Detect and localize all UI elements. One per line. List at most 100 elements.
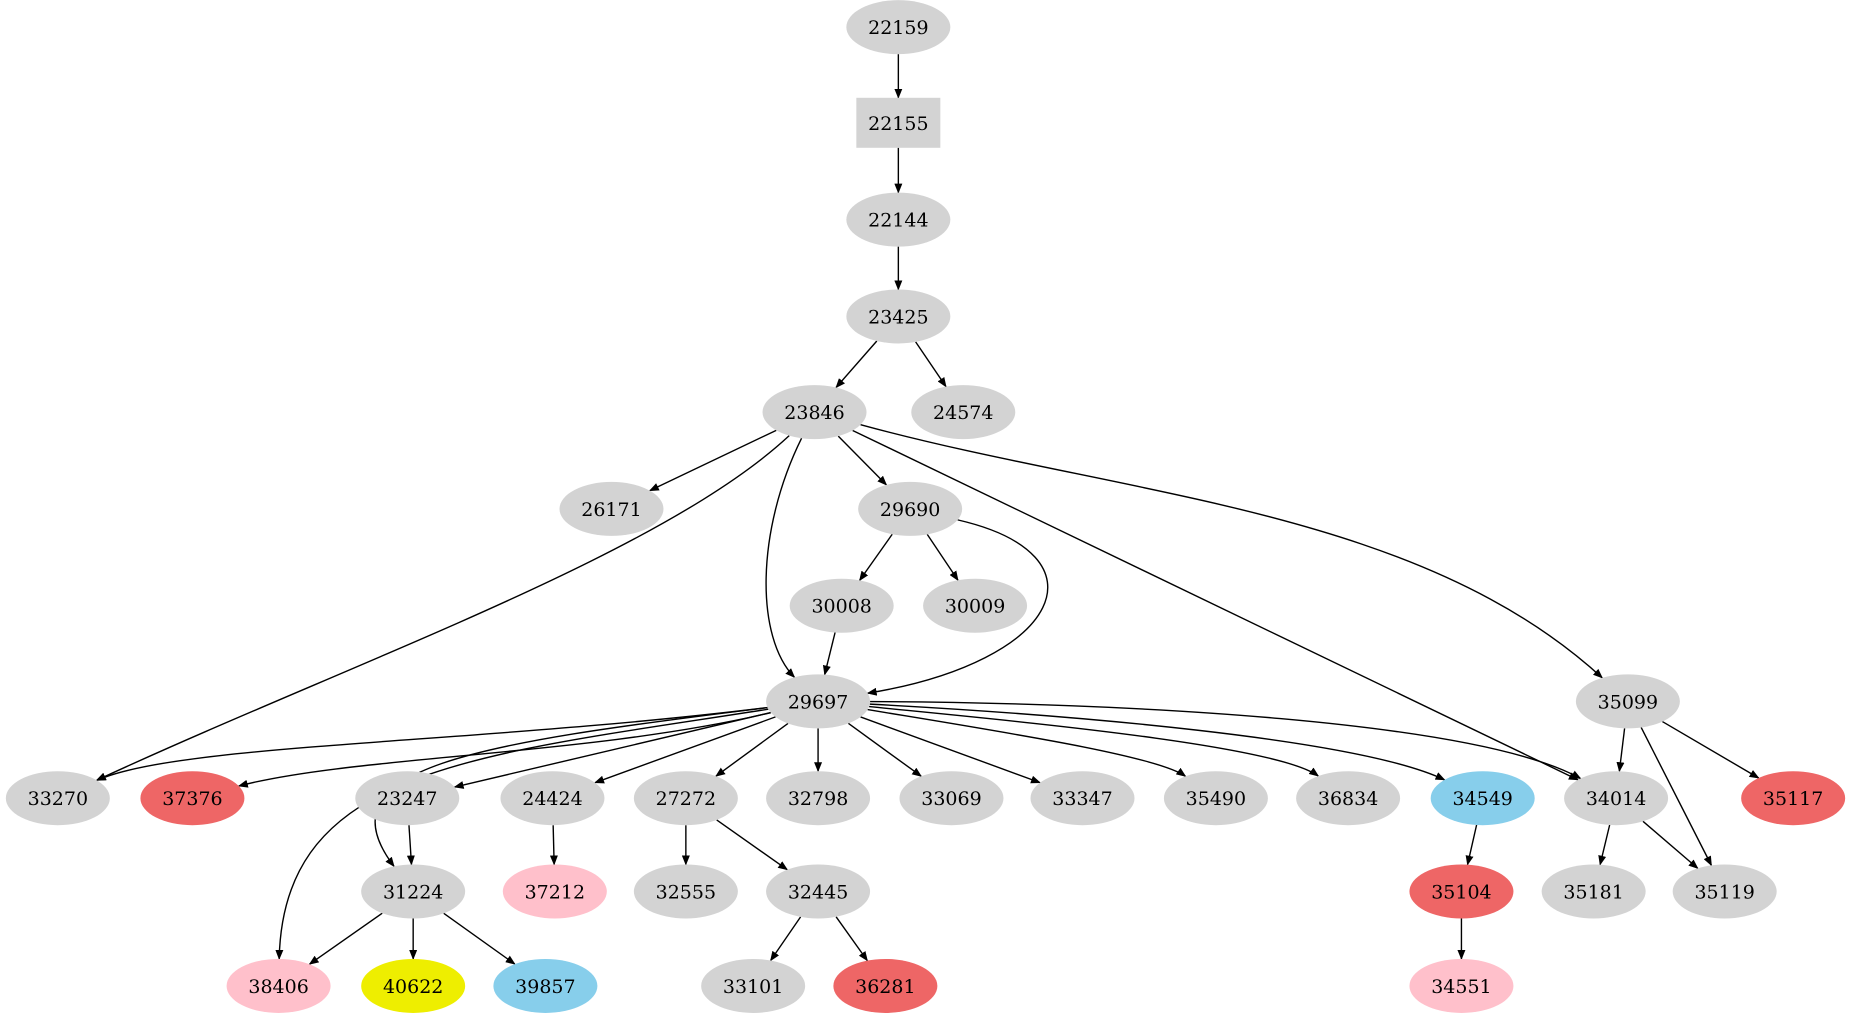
node-shape — [833, 958, 938, 1013]
edge-29697-to-23247 — [453, 711, 771, 789]
edge-35099-to-35117 — [1662, 720, 1760, 779]
node-30008[interactable]: 30008 — [789, 578, 894, 633]
node-shape — [1409, 864, 1514, 919]
edge-29697-to-27272 — [715, 722, 789, 777]
node-shape — [1741, 771, 1846, 826]
node-33270[interactable]: 33270 — [5, 771, 110, 826]
node-31224[interactable]: 31224 — [361, 864, 466, 919]
node-23425[interactable]: 23425 — [846, 289, 951, 344]
node-37376[interactable]: 37376 — [140, 771, 245, 826]
node-33069[interactable]: 33069 — [899, 771, 1004, 826]
node-34014[interactable]: 34014 — [1564, 771, 1669, 826]
node-label: 32555 — [656, 881, 716, 903]
node-label: 33347 — [1052, 788, 1112, 810]
node-24424[interactable]: 24424 — [500, 771, 605, 826]
node-40622[interactable]: 40622 — [361, 958, 466, 1013]
node-35119[interactable]: 35119 — [1672, 864, 1777, 919]
edge-31224-to-39857 — [443, 912, 516, 965]
edge-23846-to-29697 — [765, 437, 803, 679]
node-label: 26171 — [581, 499, 641, 521]
node-label: 32798 — [788, 788, 848, 810]
node-label: 30009 — [945, 596, 1005, 618]
node-label: 23247 — [377, 788, 437, 810]
node-label: 23425 — [868, 306, 928, 328]
node-32555[interactable]: 32555 — [633, 864, 738, 919]
node-shape — [140, 771, 245, 826]
node-23846[interactable]: 23846 — [762, 385, 867, 440]
node-shape — [361, 958, 466, 1013]
node-shape — [701, 958, 806, 1013]
edge-35099-to-34014 — [1616, 728, 1626, 773]
node-27272[interactable]: 27272 — [633, 771, 738, 826]
node-label: 31224 — [383, 881, 443, 903]
node-35099[interactable]: 35099 — [1575, 674, 1680, 729]
edge-29697-to-37376 — [237, 711, 771, 788]
node-22144[interactable]: 22144 — [846, 192, 951, 247]
node-23247[interactable]: 23247 — [355, 771, 460, 826]
node-label: 23846 — [784, 402, 844, 424]
node-32798[interactable]: 32798 — [766, 771, 871, 826]
edge-29697-to-36834 — [869, 705, 1320, 777]
edge-23247-to-31224 — [406, 825, 415, 866]
node-shape — [789, 578, 894, 633]
node-22159[interactable]: 22159 — [846, 0, 951, 55]
node-label: 33069 — [921, 788, 981, 810]
node-shape — [846, 289, 951, 344]
node-shape — [1296, 771, 1401, 826]
node-35490[interactable]: 35490 — [1163, 771, 1268, 826]
edge-35099-to-35119 — [1640, 727, 1713, 867]
node-shape — [856, 97, 941, 148]
node-34551[interactable]: 34551 — [1409, 958, 1514, 1013]
node-shape — [500, 771, 605, 826]
node-37212[interactable]: 37212 — [502, 864, 607, 919]
node-shape — [1541, 864, 1646, 919]
node-39857[interactable]: 39857 — [493, 958, 598, 1013]
node-label: 24424 — [522, 788, 582, 810]
node-shape — [633, 771, 738, 826]
node-shape — [766, 771, 871, 826]
node-label: 33270 — [28, 788, 88, 810]
node-label: 22159 — [868, 17, 928, 39]
node-38406[interactable]: 38406 — [226, 958, 331, 1013]
node-shape — [226, 958, 331, 1013]
node-shape — [846, 192, 951, 247]
edge-32445-to-36281 — [835, 916, 868, 962]
node-label: 39857 — [515, 976, 575, 998]
node-36281[interactable]: 36281 — [833, 958, 938, 1013]
node-label: 40622 — [383, 976, 443, 998]
node-33101[interactable]: 33101 — [701, 958, 806, 1013]
edge-23425-to-23846 — [835, 340, 878, 389]
node-32445[interactable]: 32445 — [766, 864, 871, 919]
node-label: 29690 — [880, 499, 940, 521]
edge-29697-to-35490 — [867, 708, 1187, 777]
node-label: 27272 — [656, 788, 716, 810]
node-35181[interactable]: 35181 — [1541, 864, 1646, 919]
edge-23846-to-35099 — [860, 423, 1603, 679]
node-shape — [502, 864, 607, 919]
node-35117[interactable]: 35117 — [1741, 771, 1846, 826]
node-29690[interactable]: 29690 — [858, 481, 963, 536]
node-36834[interactable]: 36834 — [1296, 771, 1401, 826]
node-label: 35119 — [1694, 881, 1754, 903]
node-30009[interactable]: 30009 — [923, 578, 1028, 633]
node-shape — [361, 864, 466, 919]
node-22155[interactable]: 22155 — [856, 97, 941, 148]
edge-29697-to-31224 — [374, 706, 768, 868]
edge-23425-to-24574 — [915, 341, 947, 388]
node-label: 24574 — [933, 402, 993, 424]
node-33347[interactable]: 33347 — [1030, 771, 1135, 826]
node-shape — [858, 481, 963, 536]
node-34549[interactable]: 34549 — [1430, 771, 1535, 826]
node-24574[interactable]: 24574 — [911, 385, 1016, 440]
edge-29690-to-29697 — [866, 519, 1049, 696]
node-29697[interactable]: 29697 — [766, 674, 871, 729]
node-26171[interactable]: 26171 — [559, 481, 664, 536]
node-label: 37376 — [162, 788, 222, 810]
node-shape — [493, 958, 598, 1013]
node-shape — [911, 385, 1016, 440]
node-35104[interactable]: 35104 — [1409, 864, 1514, 919]
edge-32445-to-33101 — [770, 916, 802, 962]
edge-29697-to-33347 — [860, 716, 1041, 784]
node-shape — [766, 864, 871, 919]
node-label: 34549 — [1452, 788, 1512, 810]
